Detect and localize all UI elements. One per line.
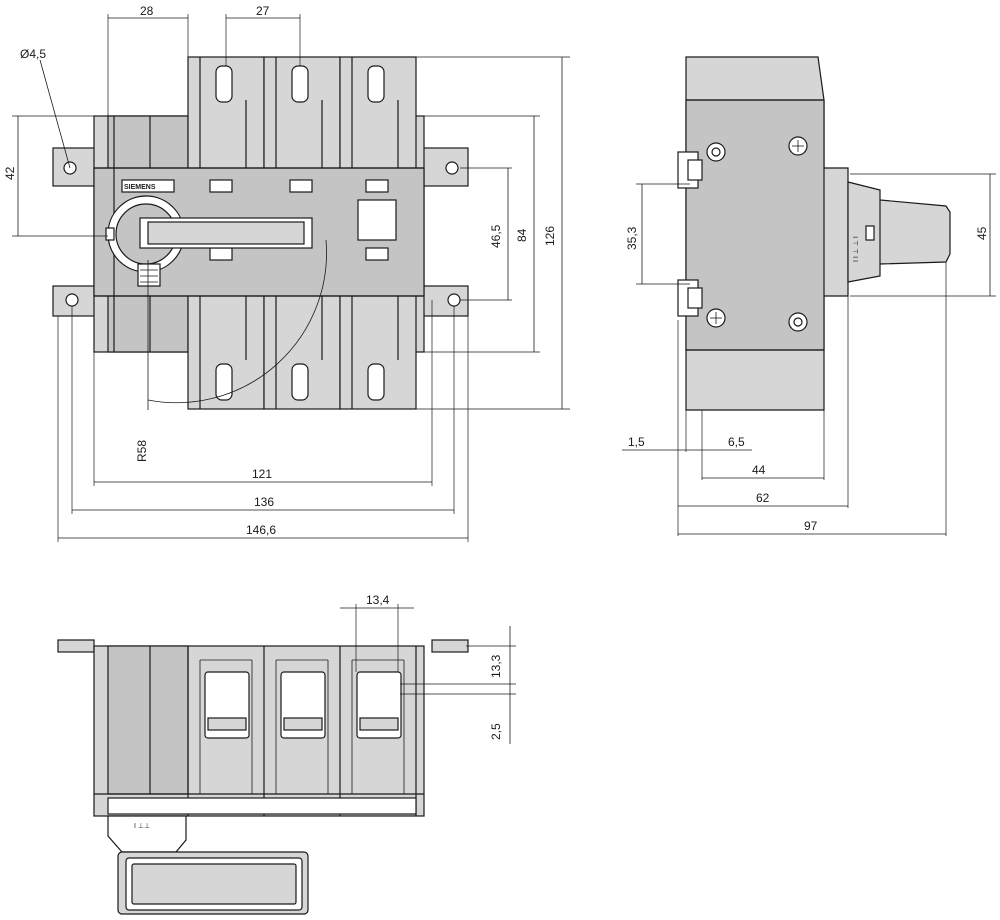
front-dimensions: 28 27 Ø4,5 42 46,5 84 126 R58 121: [3, 4, 570, 542]
dim-146-6: 146,6: [246, 523, 276, 537]
rail-stub-right: [431, 639, 469, 653]
brand-label: SIEMENS: [124, 184, 156, 191]
bottom-view: I ⊥⊥: [57, 639, 469, 915]
terminal-screws-bottom: [215, 363, 385, 401]
label-window: [357, 199, 397, 241]
rail-stub-left: [57, 639, 95, 653]
dim-46-5: 46,5: [489, 224, 503, 248]
dim-6-5: 6,5: [728, 435, 745, 449]
dim-84: 84: [515, 228, 529, 242]
mounting-hole: [445, 161, 459, 175]
dim-2-5: 2,5: [489, 723, 503, 740]
bottom-dimensions: 13,4 13,3 2,5: [340, 593, 516, 744]
dim-42: 42: [3, 166, 17, 180]
dim-126: 126: [543, 226, 557, 246]
side-marking: I I ⊥ ⊥ I: [853, 236, 860, 262]
front-view: SIEMENS: [52, 56, 469, 410]
bottom-marking: I ⊥⊥: [134, 823, 150, 830]
dim-45: 45: [975, 226, 989, 240]
side-view: I I ⊥ ⊥ I: [677, 56, 951, 411]
brand-plate: [121, 179, 175, 193]
dim-44: 44: [752, 463, 766, 477]
handle-hub: [107, 815, 187, 853]
radius-arc: [147, 239, 327, 404]
dim-13-4: 13,4: [366, 593, 390, 607]
dim-35-3: 35,3: [625, 226, 639, 250]
dim-13-3: 13,3: [489, 654, 503, 678]
lock-plate: [137, 263, 161, 287]
dim-1-5: 1,5: [628, 435, 645, 449]
mounting-hole: [65, 293, 79, 307]
side-dimensions: 35,3 45 1,5 6,5 44 62 97: [622, 173, 996, 536]
dim-97: 97: [804, 519, 818, 533]
dim-28: 28: [140, 4, 154, 18]
dim-136: 136: [254, 495, 274, 509]
side-handle: [847, 181, 951, 283]
dim-hole: Ø4,5: [20, 47, 46, 61]
dim-121: 121: [252, 467, 272, 481]
dim-27: 27: [256, 4, 270, 18]
mounting-hole: [447, 293, 461, 307]
dim-62: 62: [756, 491, 770, 505]
dim-r58: R58: [135, 440, 149, 462]
